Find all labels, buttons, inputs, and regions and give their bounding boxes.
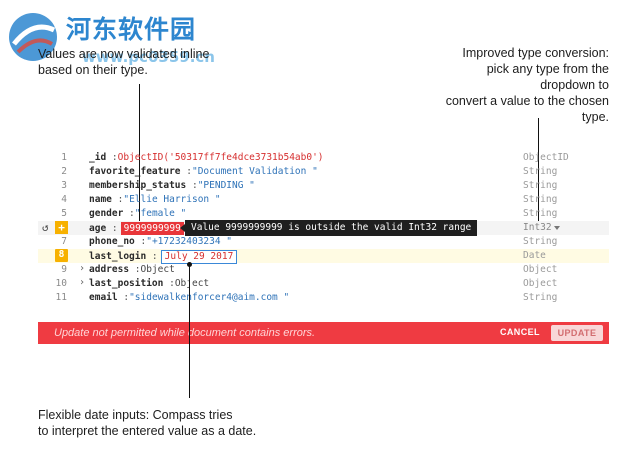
- chevron-right-icon[interactable]: ›: [79, 277, 86, 288]
- field-key-label: email: [89, 292, 118, 303]
- field-key-label: gender: [89, 208, 124, 219]
- field-value[interactable]: "sidewalkenforcer4@aim.com ": [129, 292, 290, 303]
- date-value-input[interactable]: July 29 2017: [160, 250, 238, 264]
- field-key[interactable]: phone_no :"+17232403234 ": [89, 236, 233, 247]
- field-value: Object: [174, 278, 210, 289]
- field-type[interactable]: String: [523, 236, 558, 247]
- annotation-line: dropdown to: [540, 78, 609, 92]
- field-key[interactable]: last_login :July 29 2017: [89, 250, 238, 264]
- field-value[interactable]: "Ellie Harrison ": [123, 194, 221, 205]
- field-key[interactable]: gender :"female ": [89, 208, 187, 219]
- field-type[interactable]: ObjectID: [523, 152, 569, 163]
- field-row[interactable]: 5 gender :"female " String: [38, 207, 609, 221]
- field-key[interactable]: address :Object: [89, 264, 175, 275]
- field-value[interactable]: "Document Validation ": [191, 166, 318, 177]
- line-number: 5: [61, 208, 67, 219]
- line-number: 11: [55, 292, 67, 303]
- annotation-leader-line: [189, 264, 190, 398]
- field-key-label: last_login: [89, 251, 147, 262]
- field-type[interactable]: Object: [523, 264, 558, 275]
- field-key[interactable]: age :9999999999: [89, 222, 184, 235]
- annotation-line: pick any type from the: [486, 62, 609, 76]
- line-number-badge: 8: [55, 249, 68, 262]
- field-type[interactable]: String: [523, 292, 558, 303]
- field-key[interactable]: last_position :Object: [89, 278, 210, 289]
- chevron-down-icon: [553, 225, 560, 230]
- field-type[interactable]: String: [523, 208, 558, 219]
- watermark: 河东软件园 www.pc0359.cn: [4, 4, 215, 68]
- annotation-line: type.: [581, 110, 609, 124]
- field-key-label: _id: [89, 152, 107, 163]
- field-key[interactable]: name :"Ellie Harrison ": [89, 194, 221, 205]
- annotation-leader-line: [538, 118, 539, 224]
- add-field-icon[interactable]: +: [55, 221, 68, 234]
- watermark-url: www.pc0359.cn: [82, 48, 215, 66]
- annotation-leader-dot: [187, 262, 192, 267]
- annotation-line: Values are now validated inline: [38, 47, 210, 61]
- field-row[interactable]: 3 membership_status :"PENDING " String: [38, 179, 609, 193]
- field-type[interactable]: String: [523, 180, 558, 191]
- field-key-label: membership_status: [89, 180, 187, 191]
- line-number: 10: [55, 278, 67, 289]
- field-row[interactable]: 2 favorite_feature :"Document Validation…: [38, 165, 609, 179]
- line-number: 3: [61, 180, 67, 191]
- annotation-line: Flexible date inputs: Compass tries: [38, 408, 233, 422]
- watermark-logo-icon: [9, 13, 57, 61]
- field-value[interactable]: ObjectID('50317ff7fe4dce3731b54ab0'): [117, 152, 324, 163]
- field-key-label: last_position: [89, 278, 164, 289]
- field-key-label: address: [89, 264, 130, 275]
- annotation-line: Improved type conversion:: [462, 46, 609, 60]
- error-bar: Update not permitted while document cont…: [38, 322, 609, 344]
- field-key-label: phone_no: [89, 236, 135, 247]
- type-dropdown-label: Int32: [523, 222, 552, 233]
- annotation-leader-line: [139, 84, 140, 224]
- field-type[interactable]: String: [523, 166, 558, 177]
- validation-error-tooltip: Value 9999999999 is outside the valid In…: [179, 220, 478, 236]
- field-key-label: name: [89, 194, 112, 205]
- field-row-age[interactable]: ↺ + age :9999999999 Value 9999999999 is …: [38, 220, 609, 236]
- age-value-input[interactable]: 9999999999: [120, 222, 184, 235]
- field-key[interactable]: favorite_feature :"Document Validation ": [89, 166, 318, 177]
- document-editor: 1 _id :ObjectID('50317ff7fe4dce3731b54ab…: [38, 151, 609, 305]
- update-button[interactable]: UPDATE: [551, 325, 603, 341]
- chevron-right-icon[interactable]: ›: [79, 263, 86, 274]
- annotation-date-inputs: Flexible date inputs: Compass tries to i…: [38, 407, 298, 439]
- field-key[interactable]: _id :ObjectID('50317ff7fe4dce3731b54ab0'…: [89, 152, 324, 163]
- annotation-line: convert a value to the chosen: [445, 94, 609, 108]
- field-row[interactable]: 7 phone_no :"+17232403234 " String: [38, 235, 609, 249]
- field-type[interactable]: Object: [523, 278, 558, 289]
- field-key[interactable]: membership_status :"PENDING ": [89, 180, 255, 191]
- field-type[interactable]: String: [523, 194, 558, 205]
- annotation-type-conversion: Improved type conversion: pick any type …: [420, 45, 609, 125]
- revert-icon[interactable]: ↺: [42, 221, 49, 234]
- line-number: 4: [61, 194, 67, 205]
- field-value[interactable]: "+17232403234 ": [146, 236, 233, 247]
- field-row[interactable]: 4 name :"Ellie Harrison " String: [38, 193, 609, 207]
- field-row[interactable]: 1 _id :ObjectID('50317ff7fe4dce3731b54ab…: [38, 151, 609, 165]
- line-number: 1: [61, 152, 67, 163]
- cancel-button[interactable]: CANCEL: [500, 327, 540, 337]
- field-value: Object: [140, 264, 175, 275]
- annotation-inline-validation: Values are now validated inline based on…: [38, 46, 268, 78]
- field-value[interactable]: "female ": [134, 208, 187, 219]
- field-value[interactable]: "PENDING ": [197, 180, 255, 191]
- error-message: Update not permitted while document cont…: [54, 327, 316, 339]
- field-key[interactable]: email :"sidewalkenforcer4@aim.com ": [89, 292, 290, 303]
- field-row[interactable]: 11 email :"sidewalkenforcer4@aim.com " S…: [38, 291, 609, 305]
- line-number: 9: [61, 264, 67, 275]
- field-row[interactable]: 9 › address :Object Object: [38, 263, 609, 277]
- annotation-line: based on their type.: [38, 63, 148, 77]
- field-key-label: age: [89, 223, 107, 234]
- line-number: 7: [61, 236, 67, 247]
- line-number: 2: [61, 166, 67, 177]
- field-row[interactable]: 10 › last_position :Object Object: [38, 277, 609, 291]
- annotation-line: to interpret the entered value as a date…: [38, 424, 257, 438]
- watermark-title: 河东软件园: [66, 15, 197, 44]
- field-key-label: favorite_feature: [89, 166, 181, 177]
- type-dropdown[interactable]: Int32: [523, 222, 560, 233]
- field-type[interactable]: Date: [523, 250, 546, 261]
- field-row-last-login[interactable]: 8 last_login :July 29 2017 Date: [38, 249, 609, 264]
